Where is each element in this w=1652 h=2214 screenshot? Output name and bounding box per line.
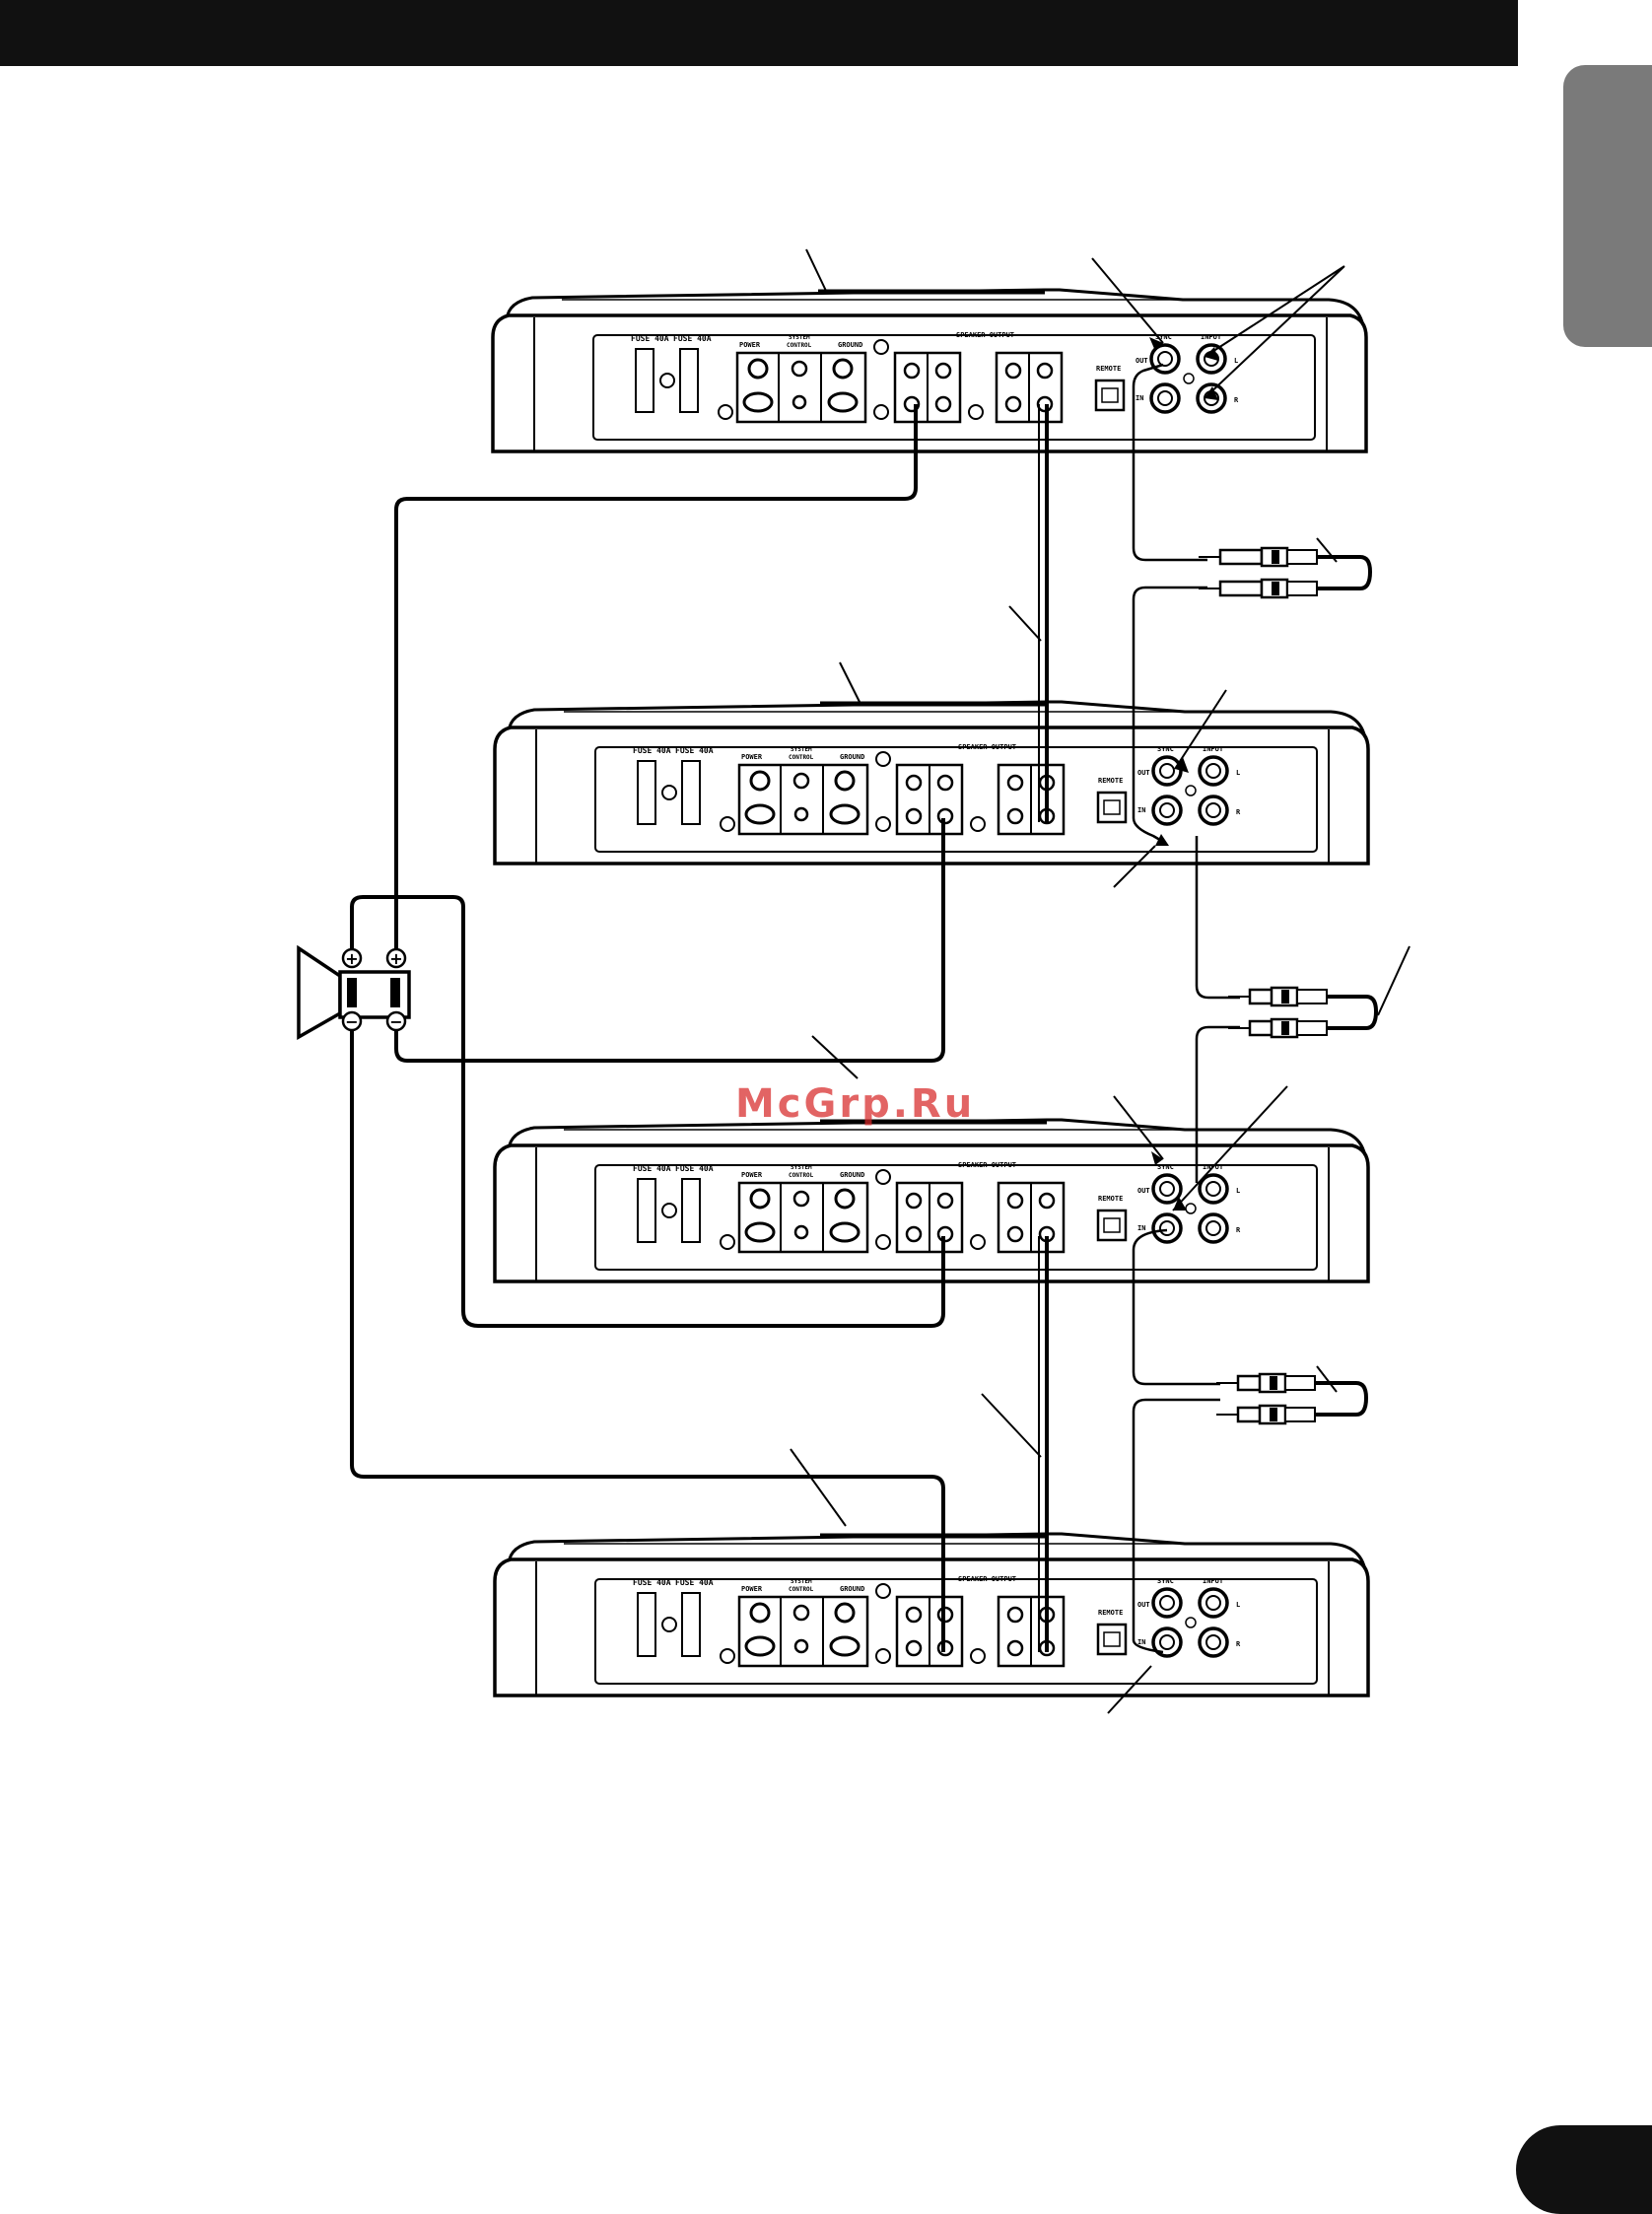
ground-label: GROUND [838, 341, 862, 349]
sync-label: SYNC [1155, 333, 1172, 341]
amplifier-1: FUSE 40A FUSE 40A POWER SYSTEM CONTROL G… [493, 290, 1366, 451]
speaker-output-label: SPEAKER OUTPUT [958, 743, 1016, 751]
sync-label: SYNC [1157, 1577, 1174, 1585]
input-l-label: L [1236, 1187, 1240, 1195]
input-l-label: L [1236, 769, 1240, 777]
section-tab [1563, 65, 1652, 347]
amp-2-panel: FUSE 40A FUSE 40A POWER SYSTEM CONTROL G… [633, 743, 1241, 836]
ground-label: GROUND [840, 1585, 864, 1593]
callout-arrowheads [1149, 337, 1218, 1211]
sync-out-label: OUT [1136, 357, 1148, 365]
sync-in-label: IN [1136, 394, 1143, 402]
fuse-label: FUSE 40A [633, 1164, 671, 1173]
sync-out-label: OUT [1137, 1187, 1150, 1195]
page-number-badge [1516, 2125, 1652, 2214]
fuse-label: FUSE 40A [633, 1578, 671, 1587]
input-label: INPUT [1203, 745, 1223, 753]
input-r-label: R [1236, 808, 1241, 816]
remote-label: REMOTE [1098, 777, 1123, 785]
remote-label: REMOTE [1098, 1609, 1123, 1617]
power-label: POWER [741, 1171, 763, 1179]
header-bar [0, 0, 1518, 66]
amplifier-4: FUSE 40A FUSE 40A POWER SYSTEM CONTROL G… [495, 1534, 1368, 1695]
speaker-plus-left: + [345, 949, 358, 968]
power-label: POWER [741, 1585, 763, 1593]
input-r-label: R [1236, 1640, 1241, 1648]
remote-label: REMOTE [1098, 1195, 1123, 1203]
control-label: CONTROL [789, 1172, 814, 1179]
fuse-label: FUSE 40A [675, 746, 714, 755]
system-label: SYSTEM [791, 746, 812, 753]
fuse-label: FUSE 40A [675, 1578, 714, 1587]
fuse-label: FUSE 40A [673, 334, 712, 343]
rca-plug-pair-3 [1216, 1372, 1369, 1425]
amplifier-3: FUSE 40A FUSE 40A POWER SYSTEM CONTROL G… [495, 1120, 1368, 1281]
rca-cables [1132, 363, 1240, 1654]
speaker-output-label: SPEAKER OUTPUT [956, 331, 1014, 339]
system-label: SYSTEM [791, 1578, 812, 1585]
sync-label: SYNC [1157, 745, 1174, 753]
control-label: CONTROL [787, 342, 812, 349]
speaker-plus-right: + [389, 949, 402, 968]
system-label: SYSTEM [791, 1164, 812, 1171]
speaker-icon: + + − − [297, 944, 411, 1041]
speaker-output-label: SPEAKER OUTPUT [958, 1575, 1016, 1583]
sync-out-label: OUT [1137, 1601, 1150, 1609]
amp-1-panel: FUSE 40A FUSE 40A POWER SYSTEM CONTROL G… [631, 331, 1239, 424]
ground-label: GROUND [840, 753, 864, 761]
rca-plug-pair-1 [1199, 546, 1373, 599]
sync-in-label: IN [1137, 1224, 1145, 1232]
speaker-output-label: SPEAKER OUTPUT [958, 1161, 1016, 1169]
sync-out-label: OUT [1137, 769, 1150, 777]
amplifier-2: FUSE 40A FUSE 40A POWER SYSTEM CONTROL G… [495, 702, 1368, 864]
speaker-minus-left: − [345, 1012, 358, 1031]
power-label: POWER [739, 341, 761, 349]
remote-label: REMOTE [1096, 365, 1121, 373]
ground-label: GROUND [840, 1171, 864, 1179]
sync-in-label: IN [1137, 1638, 1145, 1646]
input-label: INPUT [1201, 333, 1221, 341]
input-r-label: R [1234, 396, 1239, 404]
system-label: SYSTEM [789, 334, 810, 341]
control-label: CONTROL [789, 754, 814, 761]
input-label: INPUT [1203, 1577, 1223, 1585]
sync-label: SYNC [1157, 1163, 1174, 1171]
speaker-wires [350, 404, 1049, 1652]
control-label: CONTROL [789, 1586, 814, 1593]
watermark-text: McGrp.Ru [735, 1081, 976, 1127]
rca-plug-pair-2 [1228, 986, 1379, 1039]
fuse-label: FUSE 40A [631, 334, 669, 343]
callout-leader-lines [790, 248, 1411, 1714]
speaker-minus-right: − [389, 1012, 402, 1031]
fuse-label: FUSE 40A [633, 746, 671, 755]
amp-4-panel: FUSE 40A FUSE 40A POWER SYSTEM CONTROL G… [633, 1575, 1241, 1668]
input-l-label: L [1234, 357, 1238, 365]
power-label: POWER [741, 753, 763, 761]
input-l-label: L [1236, 1601, 1240, 1609]
sync-in-label: IN [1137, 806, 1145, 814]
input-r-label: R [1236, 1226, 1241, 1234]
fuse-label: FUSE 40A [675, 1164, 714, 1173]
